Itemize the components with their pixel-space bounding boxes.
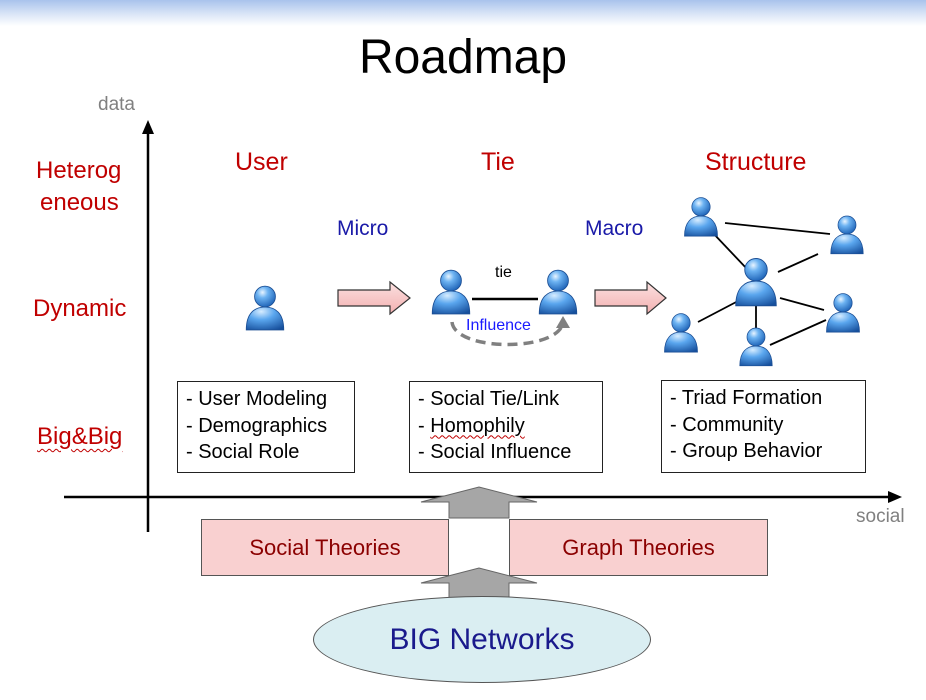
tie-topic-homophily: Homophily: [430, 414, 525, 437]
tie-topic-item: - Homophily: [418, 413, 594, 440]
tie-topic-item: - Social Influence: [418, 441, 572, 463]
person-icon: [735, 258, 777, 307]
y-axis: [142, 120, 154, 532]
person-icon: [431, 269, 471, 315]
person-icon: [538, 269, 578, 315]
influence-label: Influence: [466, 317, 531, 334]
column-label-user: User: [235, 148, 288, 176]
structure-topic-item: - Group Behavior: [670, 440, 823, 462]
person-icon: [830, 215, 864, 255]
person-icon: [664, 313, 698, 353]
person-icon: [245, 285, 285, 331]
y-axis-label: data: [98, 94, 135, 115]
person-icon: [684, 197, 718, 237]
up-arrow-icon: [420, 567, 538, 599]
row-label-bigbig: Big&Big: [37, 423, 123, 450]
user-topic-item: - User Modeling: [186, 388, 328, 410]
tie-topic-item: - Social Tie/Link: [418, 388, 560, 410]
social-theories-label: Social Theories: [249, 534, 401, 560]
structure-topics-box: - Triad Formation - Community - Group Be…: [661, 380, 866, 473]
x-axis-label: social: [856, 506, 905, 527]
title-bar-gradient: [0, 0, 926, 26]
structure-topic-item: - Community: [670, 413, 784, 436]
tie-topics-box: - Social Tie/Link - Homophily - Social I…: [409, 381, 603, 473]
column-label-structure: Structure: [705, 148, 807, 176]
tie-topic-prefix: -: [418, 414, 431, 437]
row-label-heterogeneous-1: Heterog: [36, 157, 122, 184]
user-topic-item: - Social Role: [186, 441, 300, 463]
right-arrow-icon: [594, 280, 667, 316]
social-theories-box: Social Theories: [201, 519, 449, 576]
user-topics-box: - User Modeling - Demographics - Social …: [177, 381, 355, 473]
tie-label: tie: [495, 264, 512, 281]
user-topic-item: - Demographics: [186, 414, 328, 437]
right-arrow-icon: [337, 280, 411, 316]
person-icon: [826, 293, 860, 333]
graph-theories-label: Graph Theories: [562, 534, 715, 560]
column-label-tie: Tie: [481, 148, 515, 176]
big-networks-label: BIG Networks: [389, 622, 575, 656]
flow-label-macro: Macro: [585, 217, 644, 240]
person-icon: [739, 327, 773, 367]
page-title: Roadmap: [358, 31, 568, 84]
tie-diagram: [431, 269, 578, 347]
row-label-heterogeneous-2: eneous: [40, 189, 119, 216]
big-networks-ellipse: BIG Networks: [313, 596, 651, 683]
graph-theories-box: Graph Theories: [509, 519, 768, 576]
flow-label-micro: Micro: [337, 217, 389, 240]
up-arrow-icon: [420, 486, 538, 519]
structure-topic-item: - Triad Formation: [670, 387, 823, 409]
structure-network: [664, 197, 864, 367]
row-label-dynamic: Dynamic: [33, 295, 127, 322]
